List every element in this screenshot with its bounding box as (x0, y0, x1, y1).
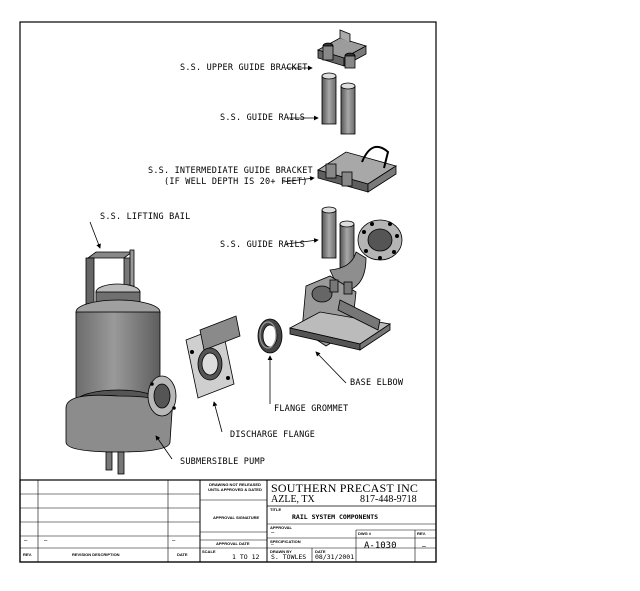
approval-label: APPROVAL (270, 525, 292, 530)
rev-value: – (422, 543, 426, 550)
approval-signature-label: APPROVAL SIGNATURE (213, 515, 260, 520)
spec-label: SPECIFICATION (270, 539, 301, 544)
discharge-flange (185, 315, 241, 399)
leader-lines (89, 65, 347, 460)
company-phone: 817-448-9718 (360, 494, 417, 505)
title-block-grid (19, 479, 437, 563)
upper-guide-bracket (316, 29, 368, 69)
guide-rails-mid (321, 206, 355, 271)
drawn-by-label: DRAWN BY (270, 549, 292, 554)
callout-discharge-flange: DISCHARGE FLANGE (230, 430, 316, 440)
dwg-number: A-1030 (364, 541, 397, 551)
company-name: SOUTHERN PRECAST INC (271, 481, 419, 495)
drawing-date: 08/31/2001 (315, 553, 355, 561)
submersible-pump (65, 249, 177, 475)
scale-value: 1 TO 12 (232, 553, 260, 561)
callout-base-elbow: BASE ELBOW (350, 378, 404, 388)
callout-upper-guide-bracket: S.S. UPPER GUIDE BRACKET (180, 63, 308, 73)
callout-submersible-pump: SUBMERSIBLE PUMP (180, 457, 266, 467)
drawn-by: S. TOWLES (271, 553, 307, 561)
callout-guide-rails-mid: S.S. GUIDE RAILS (220, 240, 306, 250)
rev-label: REV. (417, 531, 426, 536)
rev-row-dash-2: – (44, 538, 48, 544)
approval-value: – (271, 530, 275, 536)
dwg-number-label: DWG # (358, 531, 372, 536)
revision-description-label: REVISION DESCRIPTION (72, 552, 120, 557)
date-label: DATE (315, 549, 326, 554)
rev-column-label: REV. (23, 552, 32, 557)
company-city: AZLE, TX (271, 494, 315, 505)
callout-intermediate-guide-bracket: S.S. INTERMEDIATE GUIDE BRACKET (148, 166, 313, 176)
guide-rails-top (321, 72, 356, 135)
rev-row-dash-1: – (24, 538, 28, 544)
callout-guide-rails-top: S.S. GUIDE RAILS (220, 113, 306, 123)
approval-date-label: APPROVAL DATE (216, 541, 250, 546)
intermediate-guide-bracket (317, 145, 397, 193)
rev-row-dash-3: – (172, 538, 176, 544)
date-column-label: DATE (177, 552, 188, 557)
callout-flange-grommet: FLANGE GROMMET (274, 404, 349, 414)
title-label: TITLE (270, 507, 282, 512)
flange-grommet (257, 318, 283, 354)
spec-value: – (271, 542, 274, 548)
base-elbow (288, 219, 403, 351)
callout-intermediate-note: (IF WELL DEPTH IS 20+ FEET) (164, 177, 308, 187)
scale-label: SCALE (202, 549, 216, 554)
drawing-title: RAIL SYSTEM COMPONENTS (292, 513, 379, 521)
not-released-note: DRAWING NOT RELEASED UNTIL APPROVED & DA… (208, 482, 262, 492)
callout-lifting-bail: S.S. LIFTING BAIL (100, 212, 191, 222)
